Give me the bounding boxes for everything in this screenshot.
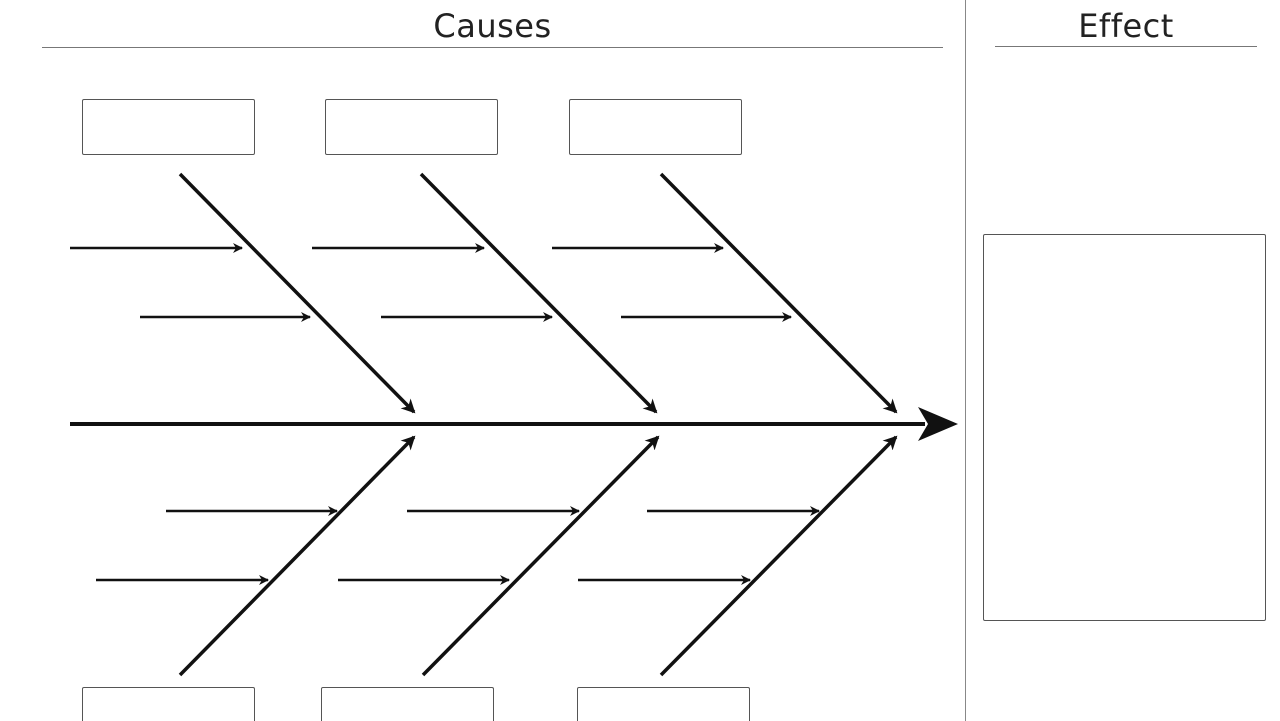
top-bone-1 <box>178 172 416 414</box>
top-category-box-1[interactable] <box>82 99 255 155</box>
causes-underline <box>42 47 943 48</box>
section-divider <box>965 0 966 721</box>
spine-arrowhead <box>918 407 958 441</box>
effect-box[interactable] <box>983 234 1266 621</box>
bottom-category-box-3[interactable] <box>577 687 750 721</box>
effect-heading: Effect <box>1078 7 1174 45</box>
causes-heading: Causes <box>433 7 552 45</box>
effect-underline <box>995 46 1257 47</box>
bottom-bone-2 <box>421 435 660 677</box>
top-bone-2 <box>419 172 658 414</box>
bottom-category-box-2[interactable] <box>321 687 494 721</box>
top-category-box-3[interactable] <box>569 99 742 155</box>
bottom-bone-3 <box>659 435 898 677</box>
top-category-box-2[interactable] <box>325 99 498 155</box>
bottom-bone-1 <box>178 435 416 677</box>
bottom-category-box-1[interactable] <box>82 687 255 721</box>
top-bone-3 <box>659 172 898 414</box>
